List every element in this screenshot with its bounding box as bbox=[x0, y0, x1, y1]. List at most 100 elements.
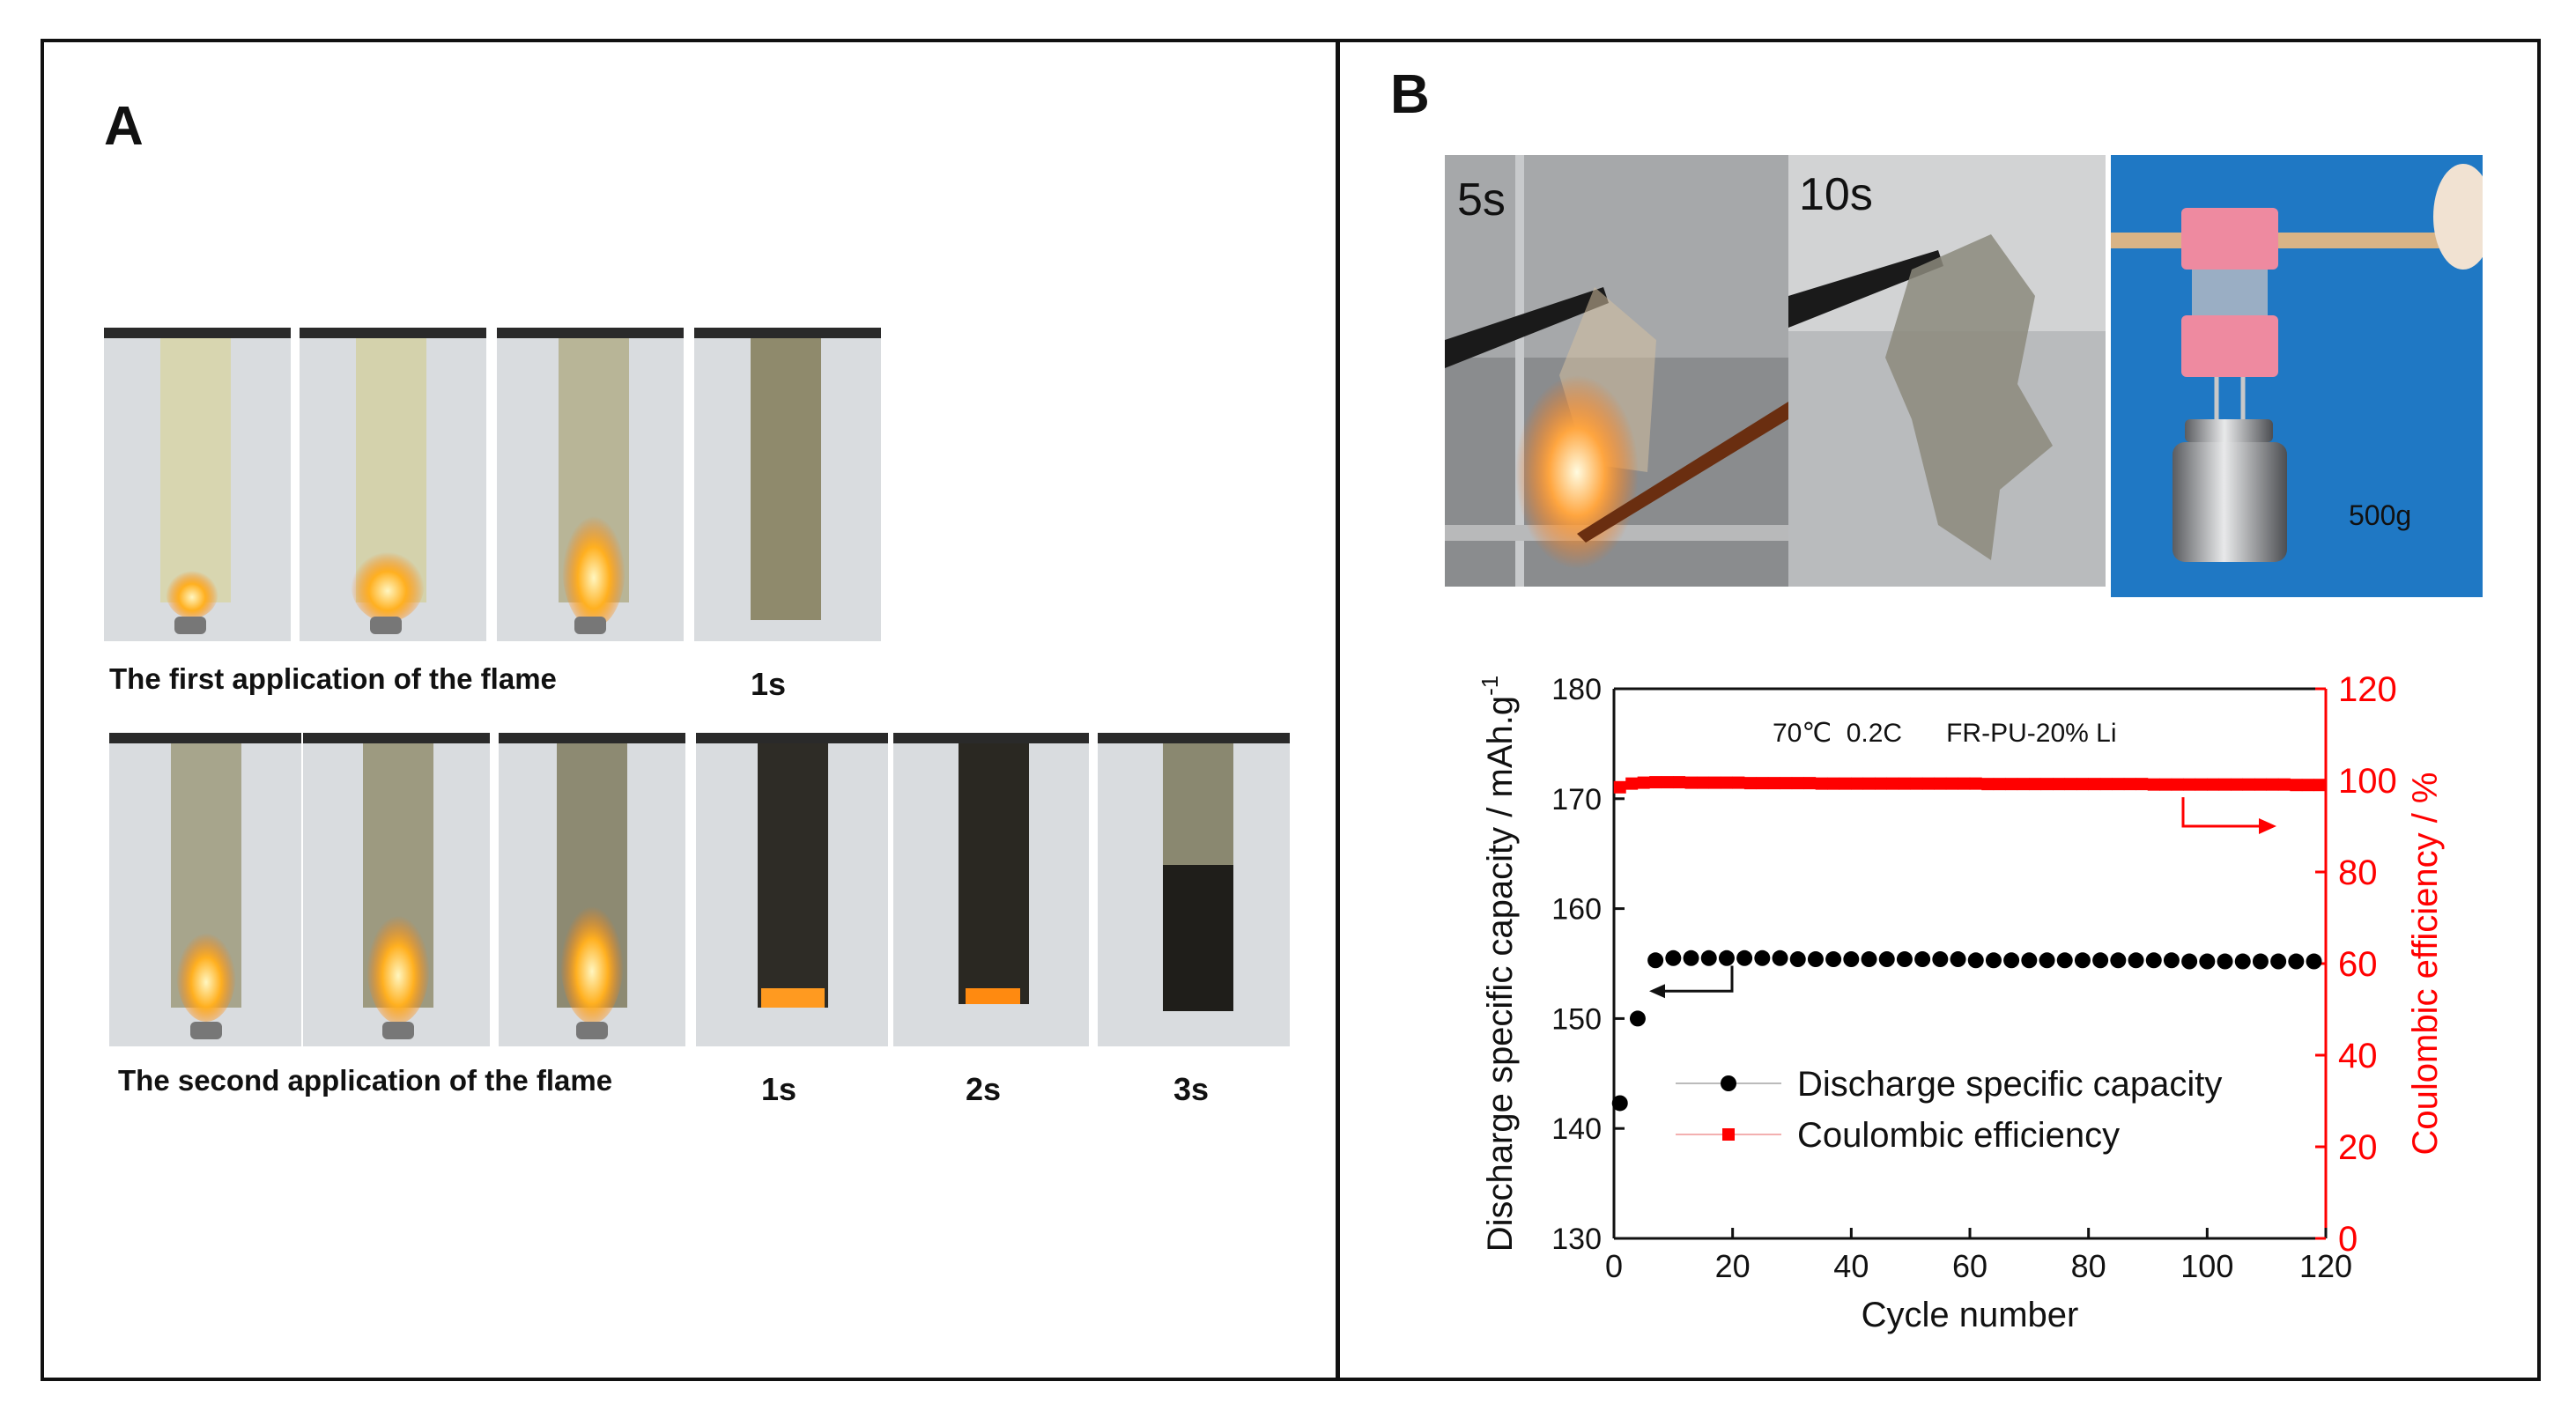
y-tick-label: 140 bbox=[1551, 1112, 1602, 1146]
x-tick-label: 60 bbox=[1952, 1248, 1988, 1284]
capacity-point bbox=[2003, 952, 2020, 969]
efficiency-point bbox=[2231, 778, 2243, 791]
efficiency-point bbox=[1815, 777, 1828, 790]
efficiency-point bbox=[2112, 778, 2125, 791]
capacity-point bbox=[1985, 952, 2002, 969]
efficiency-point bbox=[1958, 777, 1971, 790]
y2-tick-label: 20 bbox=[2338, 1128, 2378, 1167]
row2-time-3s: 3s bbox=[1173, 1071, 1210, 1107]
burning-membrane-photo: 5s bbox=[1445, 155, 1788, 587]
efficiency-arrow bbox=[2181, 797, 2262, 828]
efficiency-point bbox=[2313, 779, 2327, 792]
y-axis-label: Discharge specific capacity / mAh.g-1 bbox=[1477, 676, 1520, 1252]
panel-divider bbox=[1336, 39, 1340, 1381]
chart-annotation: 70℃ 0.2C FR-PU-20% Li bbox=[1773, 719, 2116, 748]
efficiency-point bbox=[2254, 778, 2267, 791]
row1-time-1s: 1s bbox=[751, 666, 787, 702]
efficiency-point bbox=[1898, 777, 1911, 790]
capacity-point bbox=[1736, 949, 1753, 966]
x-tick-label: 80 bbox=[2071, 1248, 2106, 1284]
y-tick-label: 180 bbox=[1551, 673, 1602, 706]
legend-efficiency-label: Coulombic efficiency bbox=[1797, 1116, 2120, 1155]
capacity-point bbox=[2217, 953, 2233, 970]
capacity-point bbox=[2092, 952, 2109, 969]
extinguished-membrane-photo: 10s bbox=[1788, 155, 2106, 587]
flame-test-photo-r2-5 bbox=[893, 733, 1089, 1046]
efficiency-point bbox=[1886, 777, 1899, 790]
flame-test-photo-r1-4 bbox=[694, 328, 881, 641]
capacity-point bbox=[2021, 952, 2038, 969]
row1-caption: The first application of the flame bbox=[109, 662, 557, 695]
capacity-point bbox=[2270, 953, 2287, 970]
y-tick-label: 160 bbox=[1551, 893, 1602, 927]
axis-arrows bbox=[1649, 797, 2276, 999]
efficiency-point bbox=[1827, 777, 1840, 790]
efficiency-point bbox=[1661, 776, 1674, 789]
panel-b-letter: B bbox=[1390, 64, 1430, 125]
efficiency-point bbox=[1613, 780, 1626, 794]
efficiency-point bbox=[1743, 777, 1757, 790]
y2-tick-label: 100 bbox=[2338, 762, 2397, 801]
efficiency-point bbox=[1697, 776, 1709, 789]
efficiency-point bbox=[1791, 777, 1804, 790]
capacity-point bbox=[1914, 951, 1931, 968]
efficiency-point bbox=[2290, 779, 2303, 792]
efficiency-point bbox=[1625, 777, 1639, 790]
legend-capacity-marker bbox=[1721, 1075, 1736, 1091]
efficiency-point bbox=[1673, 776, 1686, 789]
efficiency-point bbox=[2136, 778, 2149, 791]
efficiency-point bbox=[1862, 777, 1876, 790]
efficiency-point bbox=[1910, 777, 1923, 790]
flame-test-photo-r1-3 bbox=[497, 328, 684, 641]
x-tick-label: 120 bbox=[2299, 1248, 2352, 1284]
efficiency-point bbox=[2017, 778, 2030, 791]
efficiency-point bbox=[2040, 778, 2054, 791]
x-tick-label: 100 bbox=[2180, 1248, 2233, 1284]
capacity-point bbox=[2234, 953, 2251, 970]
efficiency-point bbox=[1803, 777, 1817, 790]
capacity-point bbox=[2252, 953, 2269, 970]
efficiency-point bbox=[2183, 778, 2196, 791]
capacity-point bbox=[1967, 952, 1984, 969]
capacity-point bbox=[2039, 952, 2055, 969]
y-tick-label: 130 bbox=[1551, 1223, 1602, 1256]
efficiency-point bbox=[1756, 777, 1769, 790]
legend-efficiency-marker bbox=[1722, 1128, 1735, 1141]
x-tick-label: 40 bbox=[1833, 1248, 1869, 1284]
capacity-point bbox=[2074, 952, 2091, 969]
flame-test-photo-r2-2 bbox=[303, 733, 490, 1046]
efficiency-point bbox=[2064, 778, 2077, 791]
capacity-point bbox=[1665, 949, 1682, 966]
x-tick-label: 0 bbox=[1605, 1248, 1623, 1284]
row2-time-1s: 1s bbox=[761, 1071, 797, 1107]
capacity-point bbox=[1700, 949, 1717, 966]
x-axis-label: Cycle number bbox=[1862, 1296, 2079, 1334]
flame-test-photo-r2-4 bbox=[696, 733, 888, 1046]
capacity-arrowhead bbox=[1649, 984, 1665, 999]
capacity-point bbox=[1683, 949, 1699, 966]
y2-axis-label: Coulombic efficiency / % bbox=[2406, 772, 2445, 1156]
efficiency-point bbox=[2207, 778, 2220, 791]
capacity-point bbox=[1950, 951, 1966, 968]
efficiency-point bbox=[2171, 778, 2184, 791]
photo-label-500g: 500g bbox=[2349, 499, 2411, 531]
capacity-point bbox=[1629, 1010, 1646, 1027]
efficiency-point bbox=[2277, 778, 2291, 791]
efficiency-point bbox=[1945, 777, 1958, 790]
efficiency-point bbox=[1767, 777, 1780, 790]
capacity-point bbox=[1611, 1095, 1628, 1112]
efficiency-point bbox=[1684, 776, 1698, 789]
photo-label-5s: 5s bbox=[1457, 174, 1506, 225]
flame-test-photo-r1-1 bbox=[104, 328, 291, 641]
efficiency-point bbox=[1969, 777, 1982, 790]
y2-tick-label: 80 bbox=[2338, 853, 2378, 892]
efficiency-point bbox=[1921, 777, 1935, 790]
capacity-point bbox=[2163, 952, 2180, 969]
y-tick-label: 170 bbox=[1551, 783, 1602, 816]
efficiency-point bbox=[1732, 776, 1745, 789]
efficiency-point bbox=[1851, 777, 1864, 790]
flame-test-photo-r2-3 bbox=[499, 733, 685, 1046]
panel-a-letter: A bbox=[104, 96, 144, 157]
